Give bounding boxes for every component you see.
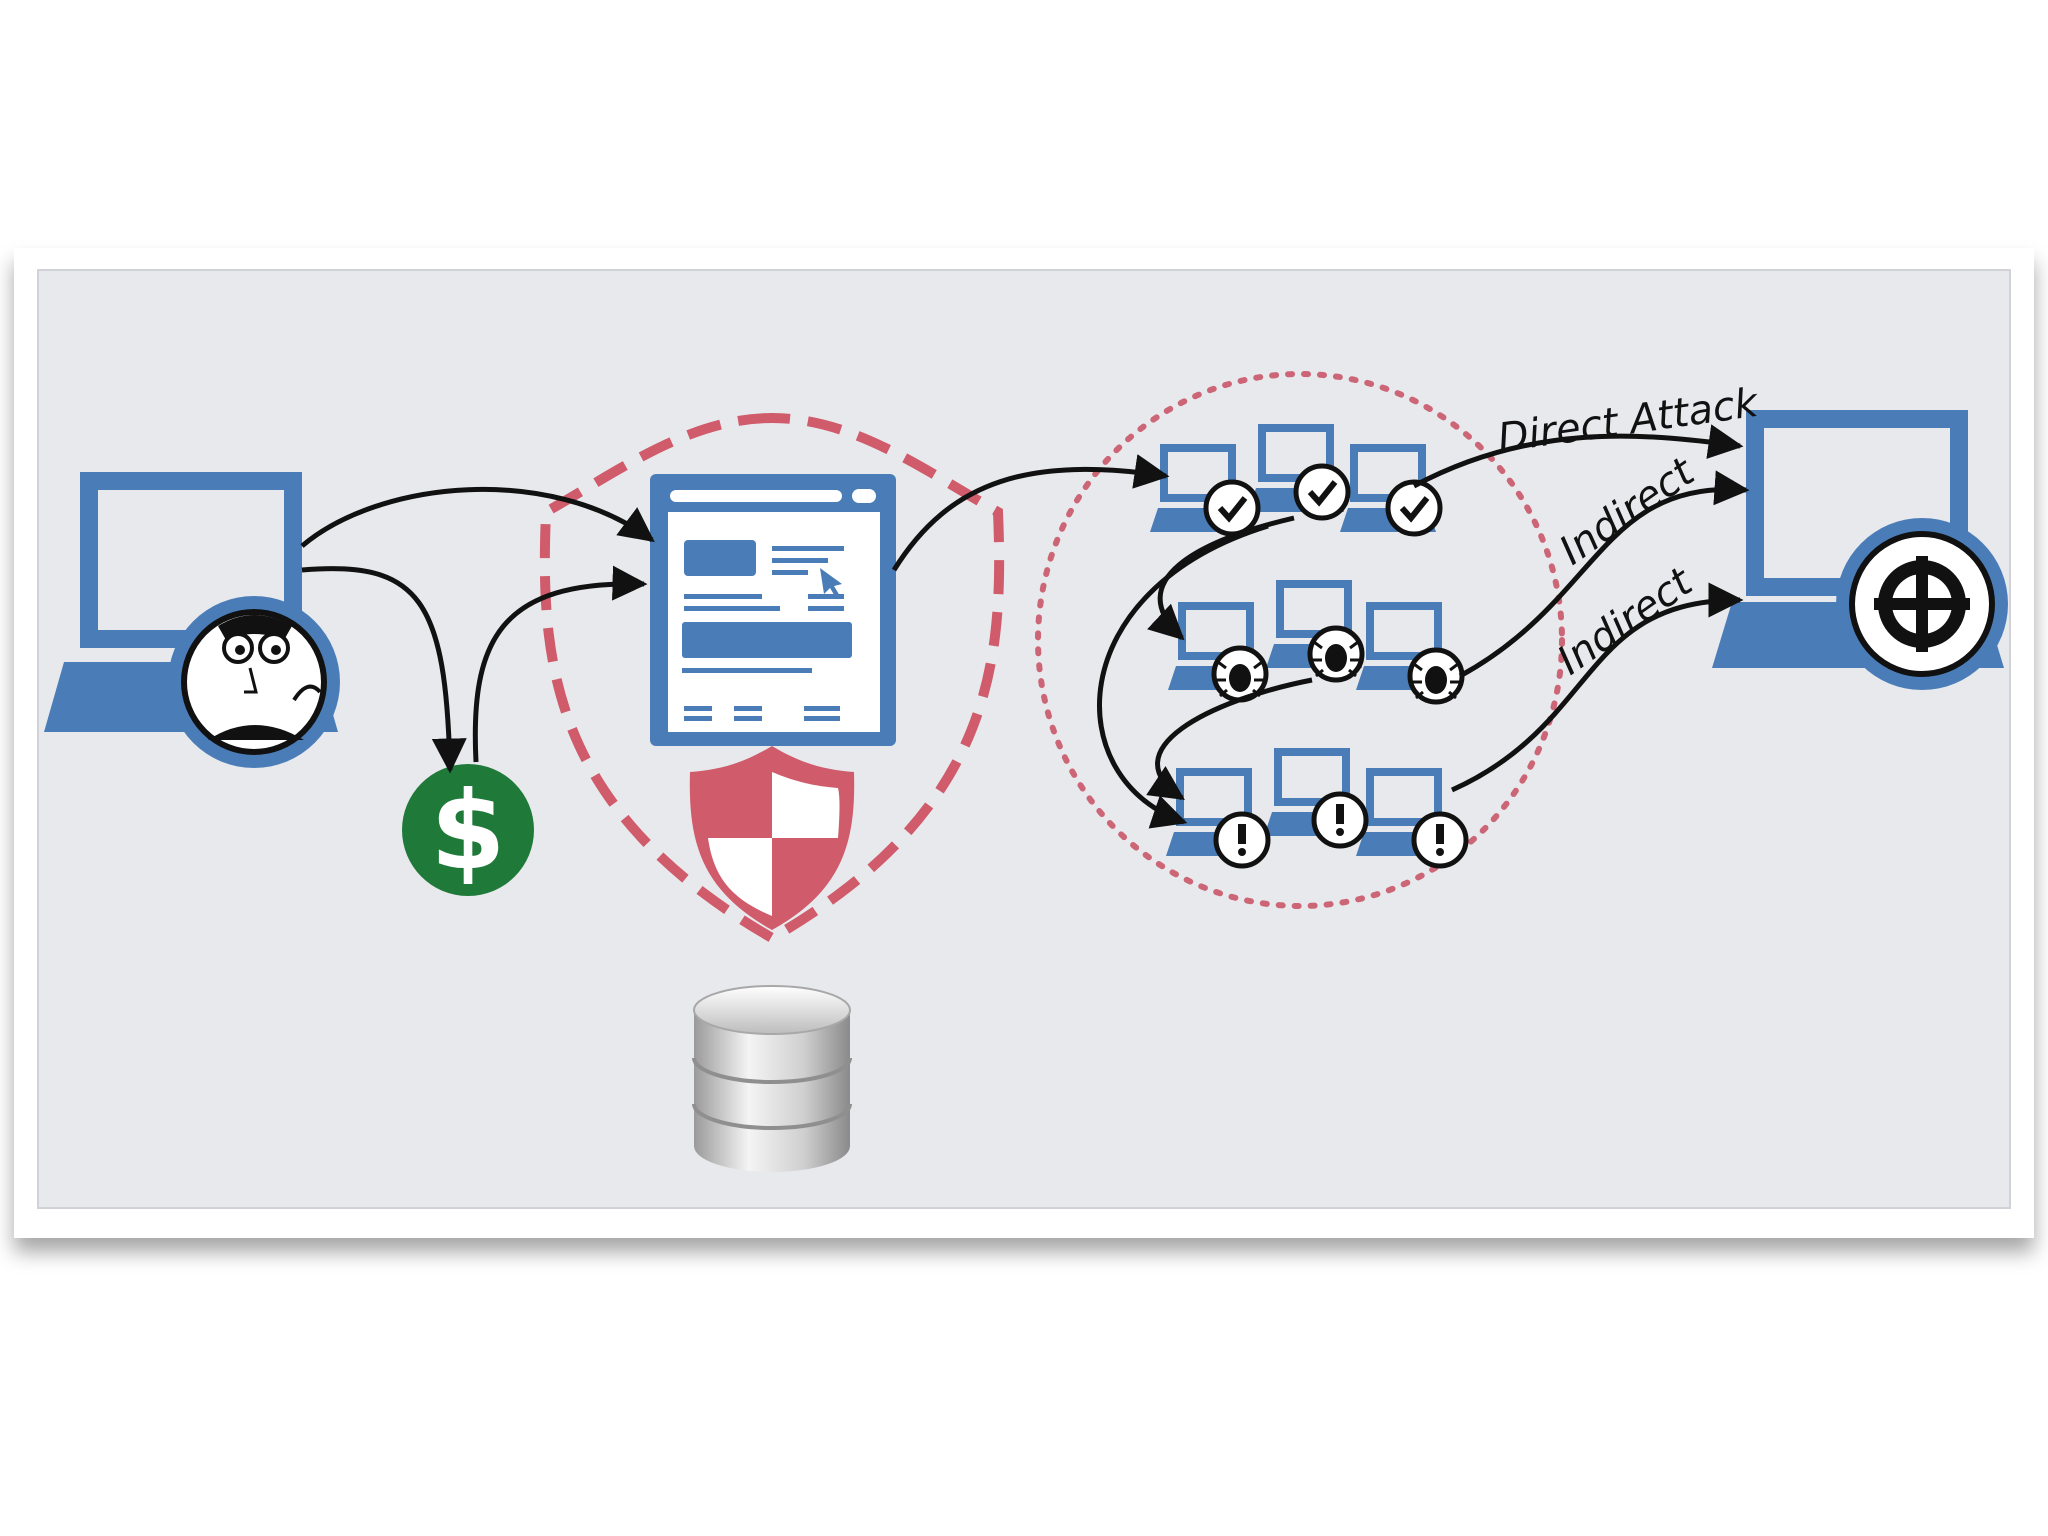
diagram-frame bbox=[14, 248, 2034, 1238]
attacker-laptop-icon bbox=[44, 472, 340, 768]
bug-icon bbox=[1407, 647, 1465, 705]
target-laptop-icon bbox=[1712, 410, 2008, 690]
botnet-cluster bbox=[1035, 371, 1565, 909]
exclamation-icon bbox=[1411, 811, 1469, 869]
attacker-face-icon bbox=[208, 615, 322, 740]
arrow-direct-attack bbox=[1412, 424, 1744, 489]
arrow-attacker-to-webpage bbox=[300, 486, 655, 548]
security-shield-icon bbox=[689, 746, 855, 930]
protection-shield-outline bbox=[539, 412, 1005, 944]
arrow-money-to-webpage bbox=[472, 565, 648, 763]
arrow-indirect-2 bbox=[1450, 582, 1744, 793]
infected-host-group bbox=[1168, 580, 1465, 705]
target-crosshair-icon bbox=[1874, 556, 1970, 652]
alert-host-group bbox=[1166, 748, 1469, 869]
flow-arrows bbox=[300, 424, 1750, 829]
web-page-icon bbox=[650, 474, 896, 746]
exclamation-icon bbox=[1311, 791, 1369, 849]
arrow-indirect-1 bbox=[1458, 470, 1750, 679]
arrow-attacker-to-money bbox=[301, 566, 467, 774]
dollar-coin-icon: $ bbox=[402, 764, 534, 896]
arrow-clean-to-alert bbox=[1097, 523, 1269, 829]
arrow-webpage-to-botnet bbox=[891, 454, 1170, 572]
exclamation-icon bbox=[1213, 811, 1271, 869]
svg-text:$: $ bbox=[430, 769, 505, 894]
database-icon bbox=[692, 985, 852, 1172]
check-icon bbox=[1203, 479, 1261, 537]
check-icon bbox=[1385, 479, 1443, 537]
check-icon bbox=[1293, 463, 1351, 521]
clean-host-group bbox=[1150, 424, 1443, 537]
bug-icon bbox=[1307, 625, 1365, 683]
arrow-infected-to-alert bbox=[1146, 677, 1313, 801]
